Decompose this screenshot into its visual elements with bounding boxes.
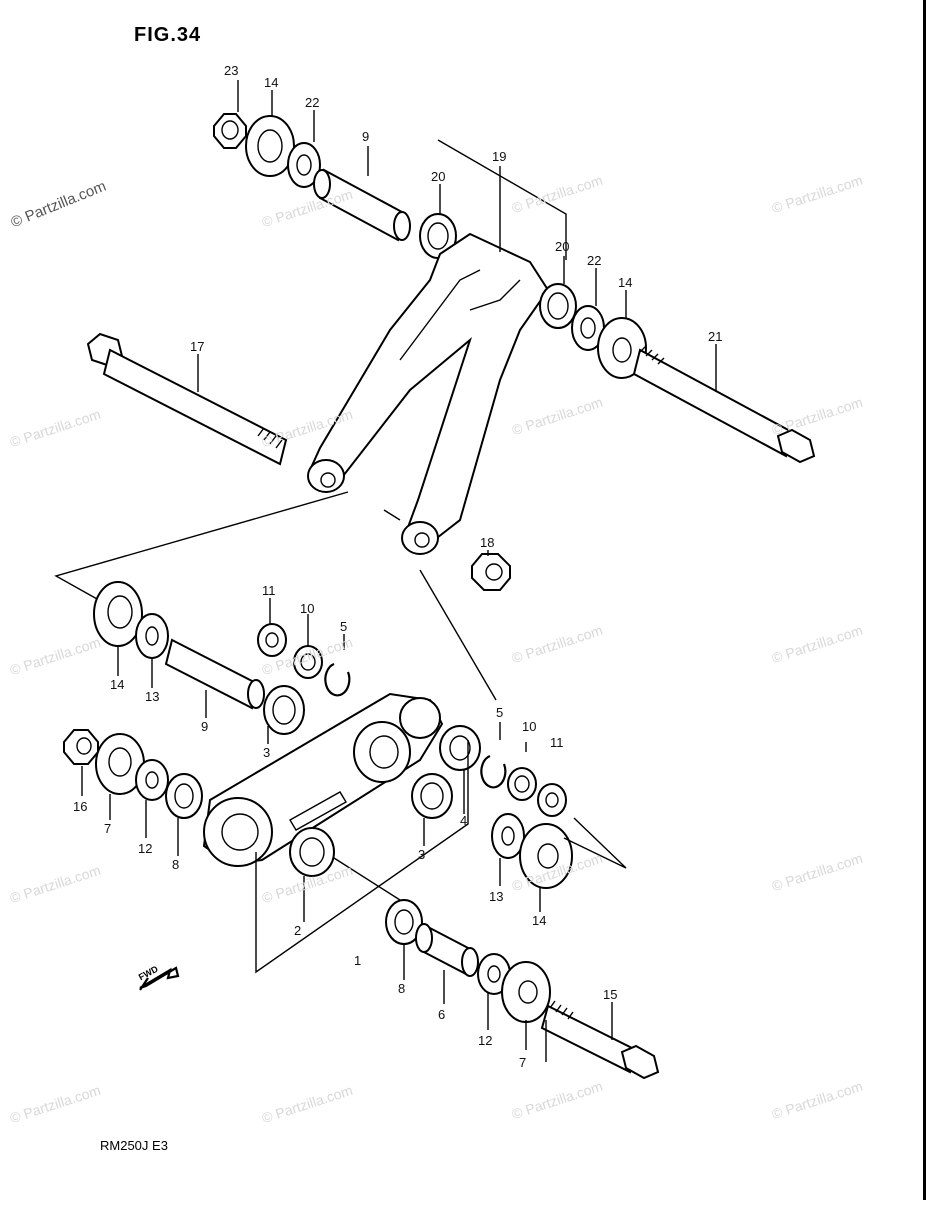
part-4-bearing bbox=[439, 725, 481, 771]
callout-9: 9 bbox=[201, 719, 209, 734]
part-3-bearing-lower bbox=[411, 773, 453, 819]
part-11-seal-top bbox=[257, 623, 287, 657]
part-14-washer-right bbox=[597, 317, 647, 379]
part-20-bearing-right bbox=[539, 283, 577, 329]
callout-5: 5 bbox=[340, 619, 348, 634]
callout-20: 20 bbox=[431, 169, 446, 184]
callout-7: 7 bbox=[519, 1055, 527, 1070]
page-edge-border bbox=[923, 0, 926, 1200]
callout-9: 9 bbox=[362, 129, 370, 144]
callout-10: 10 bbox=[300, 601, 315, 616]
callout-16: 16 bbox=[73, 799, 88, 814]
forward-arrow-icon bbox=[139, 966, 180, 991]
part-8-seal-left bbox=[165, 773, 203, 819]
callout-11: 11 bbox=[262, 583, 276, 598]
callout-18: 18 bbox=[480, 535, 495, 550]
callout-14: 14 bbox=[264, 75, 279, 90]
figure-title: FIG.34 bbox=[134, 24, 202, 46]
callout-22: 22 bbox=[305, 95, 320, 110]
part-16-nut bbox=[63, 729, 99, 765]
callout-3: 3 bbox=[418, 847, 426, 862]
part-5-circlip-top bbox=[324, 662, 351, 697]
part-2-bearing bbox=[289, 827, 335, 877]
callout-4: 4 bbox=[460, 813, 468, 828]
part-6-spacer bbox=[415, 923, 479, 977]
part-11-seal-right bbox=[537, 783, 567, 817]
part-9-spacer-top bbox=[313, 168, 411, 242]
callout-17: 17 bbox=[190, 339, 205, 354]
callout-13: 13 bbox=[489, 889, 504, 904]
callout-1: 1 bbox=[354, 953, 362, 968]
part-5-circlip-right bbox=[480, 754, 507, 789]
callout-20: 20 bbox=[555, 239, 570, 254]
part-14-washer-top bbox=[245, 115, 295, 177]
part-13-washer-left bbox=[135, 613, 169, 659]
part-19-cushion-lever bbox=[307, 232, 550, 555]
callout-11: 11 bbox=[550, 735, 564, 750]
part-15-bolt bbox=[540, 1000, 660, 1080]
part-18-nut bbox=[471, 553, 511, 591]
callout-7: 7 bbox=[104, 821, 112, 836]
callout-19: 19 bbox=[492, 149, 507, 164]
part-7-washer-lower bbox=[501, 961, 551, 1023]
callout-3: 3 bbox=[263, 745, 271, 760]
callout-8: 8 bbox=[172, 857, 180, 872]
callout-22: 22 bbox=[587, 253, 602, 268]
callout-14: 14 bbox=[110, 677, 125, 692]
leader-lines-lower bbox=[81, 598, 627, 1062]
part-10-ring-right bbox=[507, 767, 537, 801]
callout-2: 2 bbox=[294, 923, 302, 938]
part-14-washer-lower-right bbox=[519, 823, 573, 889]
callout-14: 14 bbox=[618, 275, 633, 290]
part-23-nut bbox=[213, 113, 247, 149]
callout-15: 15 bbox=[603, 987, 618, 1002]
callout-5: 5 bbox=[496, 705, 504, 720]
part-1-cushion-rod bbox=[202, 692, 444, 867]
callout-8: 8 bbox=[398, 981, 406, 996]
part-21-bolt bbox=[632, 345, 816, 464]
part-9-spacer-lower bbox=[164, 638, 265, 710]
callout-10: 10 bbox=[522, 719, 537, 734]
part-17-bolt bbox=[86, 332, 288, 466]
callout-21: 21 bbox=[708, 329, 723, 344]
part-3-bearing-upper bbox=[263, 685, 305, 735]
part-12-washer-left bbox=[135, 759, 169, 801]
part-13-washer-right bbox=[491, 813, 525, 859]
part-22-washer-top bbox=[287, 142, 321, 188]
leader-lines-upper bbox=[54, 80, 717, 701]
part-14-washer-left bbox=[93, 581, 143, 647]
callout-12: 12 bbox=[478, 1033, 493, 1048]
callout-6: 6 bbox=[438, 1007, 446, 1022]
callout-23: 23 bbox=[224, 63, 239, 78]
model-code: RM250J E3 bbox=[100, 1138, 168, 1153]
callout-12: 12 bbox=[138, 841, 153, 856]
callout-13: 13 bbox=[145, 689, 160, 704]
callout-14: 14 bbox=[532, 913, 547, 928]
